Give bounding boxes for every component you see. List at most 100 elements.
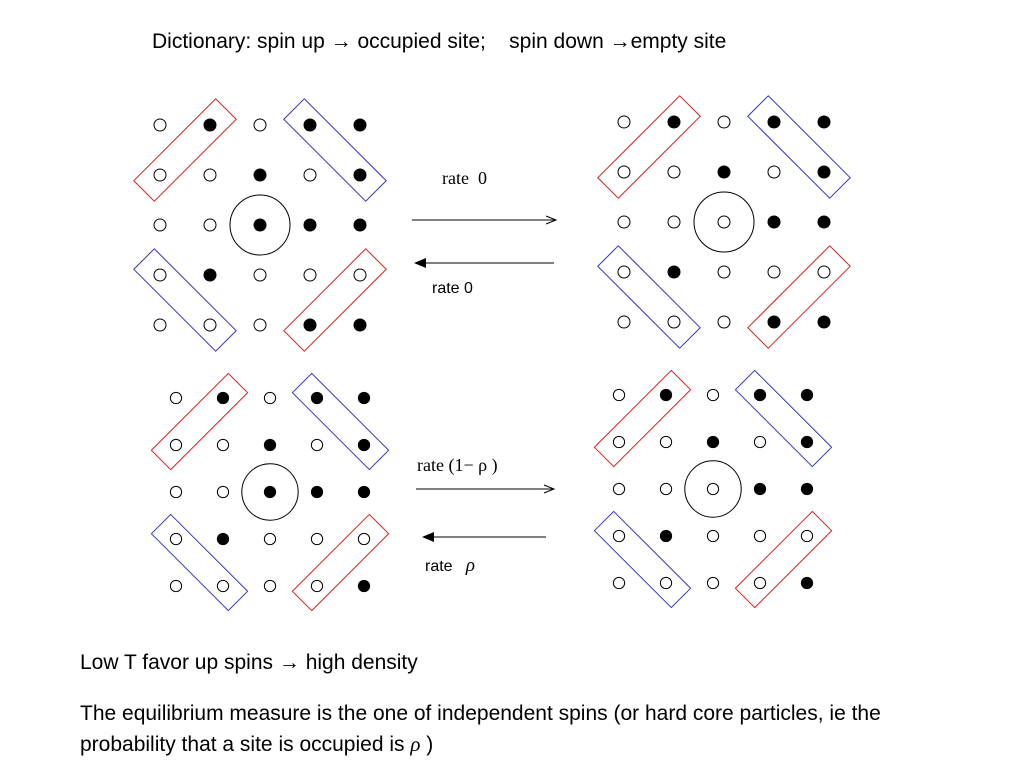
empty-site: [153, 168, 167, 182]
empty-site: [263, 391, 277, 405]
occupied-site: [767, 215, 781, 229]
occupied-site: [263, 485, 277, 499]
occupied-site: [767, 115, 781, 129]
empty-site: [717, 315, 731, 329]
pair-box: [133, 248, 237, 352]
empty-site: [216, 579, 230, 593]
pair-box: [734, 369, 833, 468]
empty-site: [169, 485, 183, 499]
empty-site: [706, 388, 720, 402]
lower-backward-rate-label: rate ρ: [425, 555, 475, 577]
occupied-site: [353, 118, 367, 132]
empty-site: [612, 435, 626, 449]
pair-box: [150, 372, 249, 471]
upper-forward-rate-label: rate 0: [442, 168, 487, 188]
empty-site: [153, 218, 167, 232]
line2-main: The equilibrium measure is the one of in…: [80, 702, 881, 756]
title-prefix: Dictionary: spin up: [152, 30, 325, 53]
empty-site: [659, 576, 673, 590]
occupied-site: [357, 579, 371, 593]
empty-site: [169, 532, 183, 546]
empty-site: [617, 265, 631, 279]
occupied-site: [817, 165, 831, 179]
occupied-site: [817, 215, 831, 229]
empty-site: [717, 265, 731, 279]
occupied-site: [800, 388, 814, 402]
title-arrow-2: →: [609, 30, 631, 53]
occupied-site: [216, 532, 230, 546]
empty-site: [310, 579, 324, 593]
occupied-site: [767, 315, 781, 329]
pair-box: [734, 510, 833, 609]
occupied-site: [263, 438, 277, 452]
pair-box: [133, 98, 237, 202]
occupied-site: [310, 391, 324, 405]
empty-site: [717, 115, 731, 129]
line1-prefix: Low T favor up spins: [80, 651, 273, 674]
occupied-site: [800, 482, 814, 496]
occupied-site: [706, 435, 720, 449]
center-ring: [229, 194, 291, 256]
empty-site: [263, 532, 277, 546]
empty-site: [153, 268, 167, 282]
empty-site: [767, 265, 781, 279]
occupied-site: [800, 576, 814, 590]
pair-box: [291, 372, 390, 471]
pair-box: [291, 513, 390, 612]
lower-forward-arrow: [416, 484, 556, 494]
pair-box: [593, 510, 692, 609]
empty-site: [667, 315, 681, 329]
lower-backward-arrow: [422, 532, 546, 542]
lattice-bottom-right: [593, 369, 833, 609]
empty-site: [612, 576, 626, 590]
pair-box: [283, 248, 387, 352]
occupied-site: [303, 218, 317, 232]
empty-site: [169, 579, 183, 593]
line2-end: ): [426, 733, 434, 756]
lower-forward-rate-label: rate (1− ρ ): [417, 455, 498, 475]
title-suffix: empty site: [630, 30, 727, 53]
empty-site: [303, 268, 317, 282]
occupied-site: [659, 529, 673, 543]
empty-site: [169, 391, 183, 405]
empty-site: [659, 482, 673, 496]
occupied-site: [659, 388, 673, 402]
occupied-site: [203, 268, 217, 282]
empty-site: [800, 529, 814, 543]
empty-site: [617, 115, 631, 129]
empty-site: [753, 576, 767, 590]
occupied-site: [310, 485, 324, 499]
empty-site: [706, 529, 720, 543]
empty-site: [612, 482, 626, 496]
occupied-site: [303, 118, 317, 132]
center-ring: [684, 460, 742, 518]
occupied-site: [253, 168, 267, 182]
occupied-site: [753, 388, 767, 402]
empty-site: [310, 532, 324, 546]
empty-site: [767, 165, 781, 179]
empty-site: [717, 215, 731, 229]
lattice-bottom-left: [150, 372, 390, 612]
empty-site: [353, 268, 367, 282]
empty-site: [216, 438, 230, 452]
empty-site: [667, 215, 681, 229]
center-ring: [241, 463, 299, 521]
empty-site: [753, 529, 767, 543]
title-middle: occupied site; spin down: [357, 30, 604, 53]
empty-site: [706, 576, 720, 590]
occupied-site: [353, 318, 367, 332]
pair-box: [597, 95, 701, 199]
empty-site: [310, 438, 324, 452]
lower-backward-rate-prefix: rate: [425, 558, 453, 575]
line1-arrow: →: [278, 651, 300, 674]
upper-forward-arrow: [412, 215, 558, 225]
empty-site: [357, 532, 371, 546]
low-temperature-note: Low T favor up spins → high density: [80, 651, 418, 675]
occupied-site: [203, 118, 217, 132]
empty-site: [617, 315, 631, 329]
empty-site: [216, 485, 230, 499]
empty-site: [203, 318, 217, 332]
empty-site: [617, 165, 631, 179]
empty-site: [612, 388, 626, 402]
occupied-site: [357, 438, 371, 452]
